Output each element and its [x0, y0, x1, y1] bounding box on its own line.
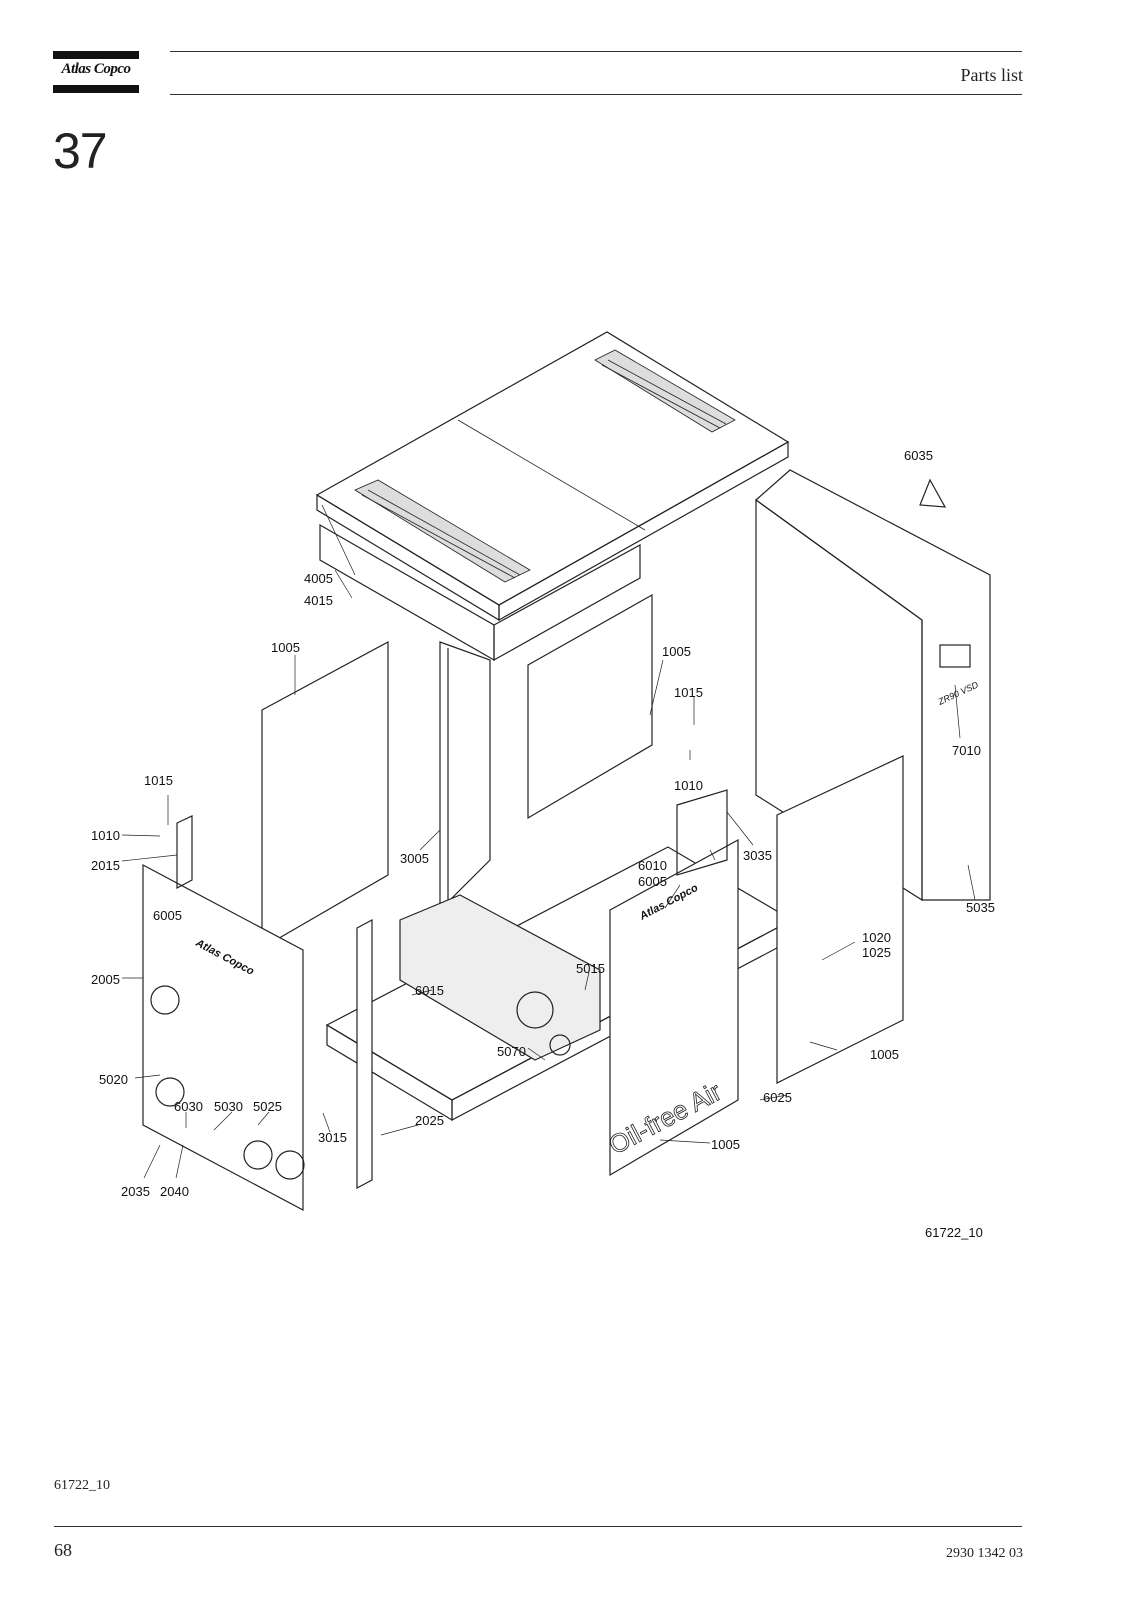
cabinet-window	[939, 644, 971, 668]
callout-1005: 1005	[271, 640, 300, 655]
callout-2035: 2035	[121, 1184, 150, 1199]
rear-door-panel	[527, 593, 653, 820]
header-bottom-rule	[170, 94, 1022, 95]
callout-1015: 1015	[674, 685, 703, 700]
logo-top-bar	[53, 51, 139, 59]
exploded-parts-drawing: 4005 4015 6035 1005 1005 1015 1010 1015 …	[0, 320, 1130, 1280]
callout-5070: 5070	[497, 1044, 526, 1059]
cabinet-model-label: ZR90 VSD	[936, 679, 981, 707]
callout-5035: 5035	[966, 900, 995, 915]
callout-6015: 6015	[415, 983, 444, 998]
upright-post	[356, 919, 373, 1189]
right-side-panel	[776, 755, 904, 1084]
callout-2040: 2040	[160, 1184, 189, 1199]
figure-reference: 61722_10	[54, 1478, 110, 1493]
callout-4015: 4015	[304, 593, 333, 608]
callout-1015: 1015	[144, 773, 173, 788]
logo-wordmark: Atlas Copco	[61, 61, 131, 77]
logo-bottom-bar	[53, 85, 139, 93]
drawing-linework	[121, 331, 991, 1211]
callout-6010: 6010	[638, 858, 667, 873]
callout-1005: 1005	[870, 1047, 899, 1062]
callout-1025: 1025	[862, 945, 891, 960]
callout-6025: 6025	[763, 1090, 792, 1105]
left-post	[176, 815, 193, 889]
callout-6005: 6005	[638, 874, 667, 889]
callout-1005: 1005	[662, 644, 691, 659]
document-number: 2930 1342 03	[946, 1546, 1023, 1561]
leader-lines	[121, 504, 976, 1179]
callout-5025: 5025	[253, 1099, 282, 1114]
callout-5020: 5020	[99, 1072, 128, 1087]
callout-7010: 7010	[952, 743, 981, 758]
left-door-panel	[261, 640, 389, 950]
front-right-panel	[609, 838, 739, 1177]
callout-6035: 6035	[904, 448, 933, 463]
callout-2005: 2005	[91, 972, 120, 987]
drawing-canvas: 4005 4015 6035 1005 1005 1015 1010 1015 …	[91, 331, 995, 1240]
section-title: Parts list	[960, 65, 1023, 85]
chapter-number: 37	[53, 123, 108, 179]
header-top-rule	[170, 51, 1022, 52]
callout-3005: 3005	[400, 851, 429, 866]
drawing-reference: 61722_10	[925, 1225, 983, 1240]
callout-6005: 6005	[153, 908, 182, 923]
brand-logo: Atlas Copco	[53, 51, 139, 93]
rear-frame	[439, 641, 491, 912]
callout-labels: 4005 4015 6035 1005 1005 1015 1010 1015 …	[91, 448, 995, 1240]
callout-6030: 6030	[174, 1099, 203, 1114]
footer-rule	[54, 1526, 1022, 1527]
right-post	[676, 789, 728, 876]
callout-2015: 2015	[91, 858, 120, 873]
callout-1020: 1020	[862, 930, 891, 945]
compressor-element	[399, 894, 601, 1061]
callout-4005: 4005	[304, 571, 333, 586]
callout-2025: 2025	[415, 1113, 444, 1128]
callout-3015: 3015	[318, 1130, 347, 1145]
warning-triangle	[919, 478, 947, 508]
callout-1010: 1010	[91, 828, 120, 843]
roof-side-edge	[498, 440, 789, 622]
front-left-panel	[142, 864, 304, 1211]
callout-5015: 5015	[576, 961, 605, 976]
callout-5030: 5030	[214, 1099, 243, 1114]
callout-1005: 1005	[711, 1137, 740, 1152]
page-number: 68	[54, 1540, 72, 1560]
roof-vent-grilles	[354, 349, 736, 583]
callout-1010: 1010	[674, 778, 703, 793]
callout-3035: 3035	[743, 848, 772, 863]
